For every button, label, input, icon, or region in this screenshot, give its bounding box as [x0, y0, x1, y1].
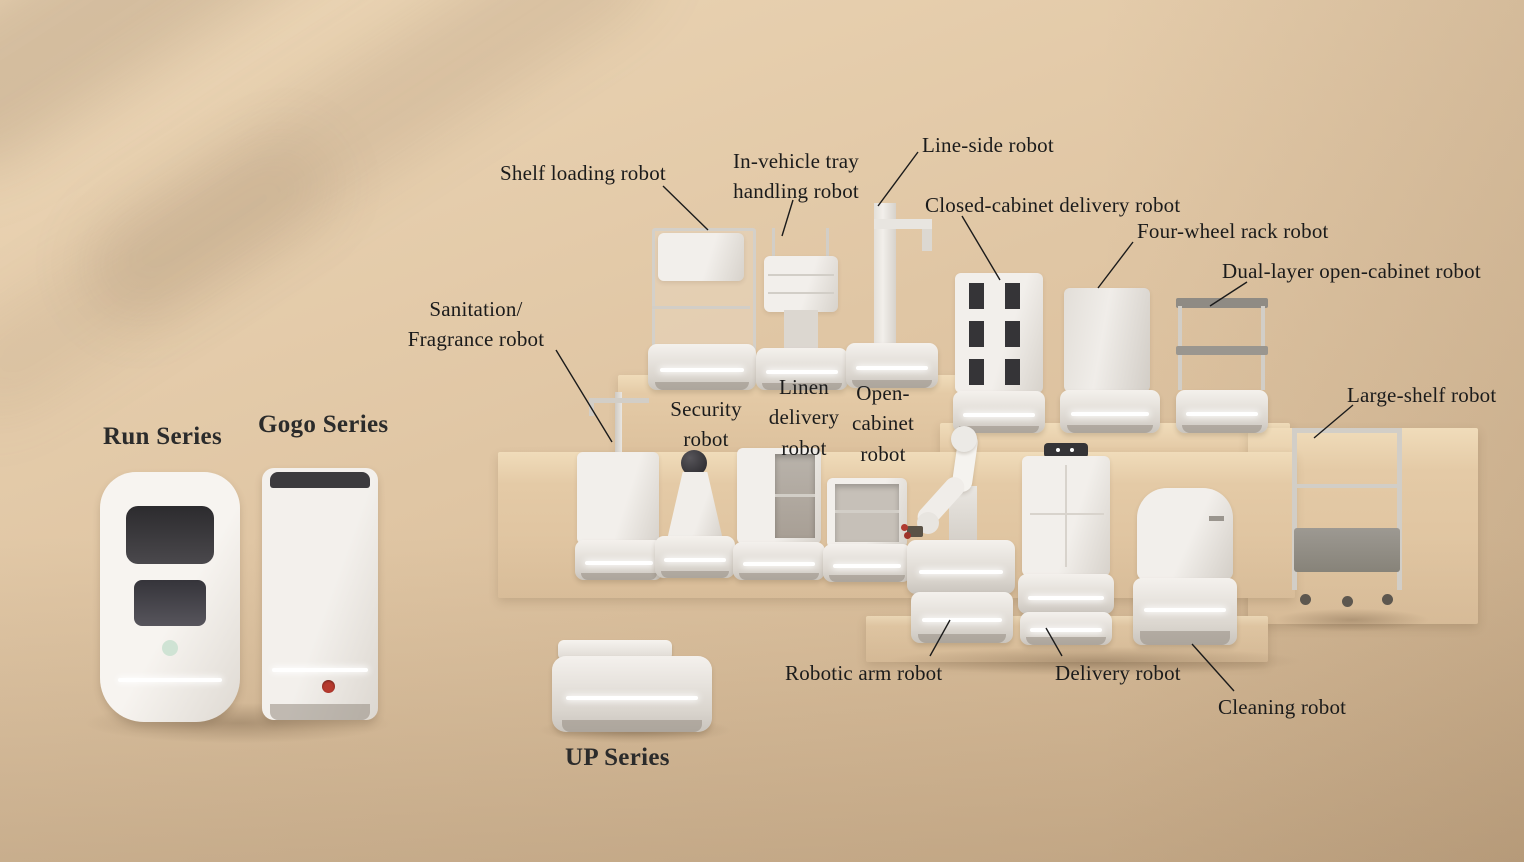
label-in-vehicle-tray-handling-robot: In-vehicle tray handling robot: [732, 149, 860, 204]
label-gogo-series: Gogo Series: [258, 411, 389, 438]
gogo-series-robot: [262, 468, 378, 720]
label-robotic-arm-robot: Robotic arm robot: [785, 661, 943, 685]
label-open-cabinet-robot: Open- cabinet robot: [851, 381, 915, 466]
shelf-loading-robot: [648, 228, 756, 390]
label-large-shelf-robot: Large-shelf robot: [1347, 383, 1497, 407]
label-sanitation-fragrance-robot: Sanitation/ Fragrance robot: [407, 297, 545, 352]
leader-line-side: [877, 151, 919, 207]
leader-four-wheel: [1097, 241, 1134, 289]
leader-shelf-loading: [662, 185, 709, 231]
four-wheel-rack-robot: [1060, 288, 1160, 433]
label-closed-cabinet-delivery-robot: Closed-cabinet delivery robot: [925, 193, 1181, 217]
open-cabinet-robot: [823, 478, 911, 582]
security-robot: [655, 448, 735, 578]
linen-delivery-robot: [733, 448, 825, 580]
robotic-arm-robot: [901, 426, 1017, 643]
wall-shadow-streak: [0, 117, 351, 438]
label-line-side-robot: Line-side robot: [922, 133, 1054, 157]
delivery-robot: [1018, 443, 1114, 645]
label-shelf-loading-robot: Shelf loading robot: [500, 161, 666, 185]
red-button: [322, 680, 335, 693]
leader-closed-cabinet: [961, 215, 1001, 281]
in-vehicle-tray-handling-robot: [756, 228, 848, 390]
sanitation-fragrance-robot: [575, 392, 663, 580]
dual-layer-open-cabinet-robot: [1176, 298, 1268, 433]
closed-cabinet-delivery-robot: [953, 273, 1045, 433]
cleaning-robot: [1133, 488, 1237, 645]
run-series-robot: [100, 472, 240, 722]
wall-shadow-streak: [0, 0, 416, 201]
up-series-robot: [552, 640, 712, 732]
label-cleaning-robot: Cleaning robot: [1218, 695, 1347, 719]
label-dual-layer-open-cabinet-robot: Dual-layer open-cabinet robot: [1222, 259, 1481, 283]
line-side-robot: [846, 203, 938, 388]
label-up-series: UP Series: [565, 744, 670, 771]
label-four-wheel-rack-robot: Four-wheel rack robot: [1137, 219, 1329, 243]
label-security-robot: Security robot: [670, 397, 742, 452]
label-run-series: Run Series: [103, 423, 222, 450]
label-delivery-robot: Delivery robot: [1055, 661, 1181, 685]
large-shelf-robot: [1290, 428, 1405, 620]
label-linen-delivery-robot: Linen delivery robot: [768, 375, 840, 460]
